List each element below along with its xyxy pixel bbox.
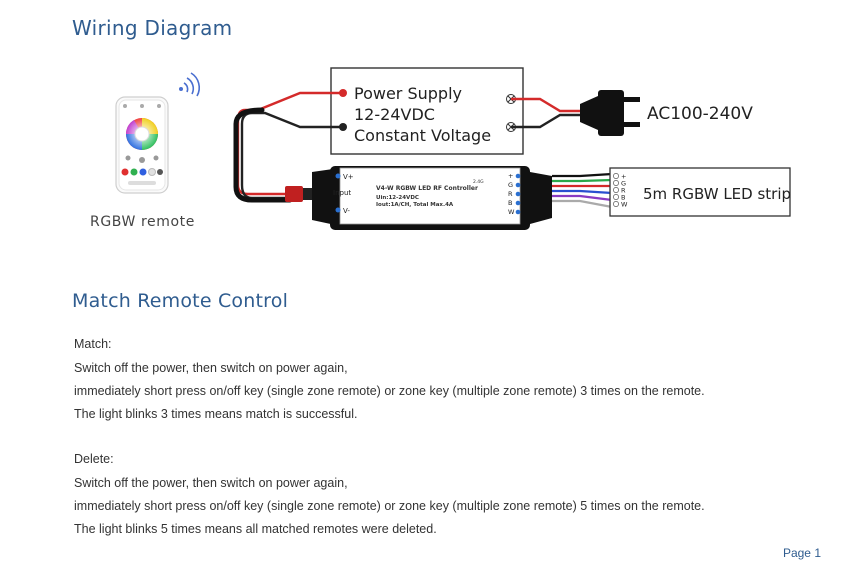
delete-line-3: The light blinks 5 times means all match… [74, 522, 437, 536]
power-supply-label-3: Constant Voltage [354, 126, 491, 145]
delete-heading: Delete: [74, 452, 114, 466]
page-number: Page 1 [782, 546, 821, 560]
strip-terminal-dot [613, 187, 619, 193]
controller-vminus-label: V- [343, 207, 350, 215]
match-line-3: The light blinks 3 times means match is … [74, 407, 358, 421]
strip-terminal-label: B [621, 194, 625, 202]
strip-terminal-dot [613, 201, 619, 207]
controller-rf-label: 2.4G [473, 179, 484, 185]
controller-terminal-dot [515, 182, 521, 188]
strip-terminal-dot [613, 180, 619, 186]
remote-caption: RGBW remote [90, 214, 195, 230]
controller-terminal-label: G [508, 181, 513, 189]
led-strip-box [609, 167, 791, 217]
delete-line-2: immediately short press on/off key (sing… [74, 499, 705, 513]
strip-terminal-label: W [621, 201, 628, 209]
controller-terminal-label: R [508, 190, 513, 198]
rgbw-controller [312, 166, 552, 230]
controller-terminal-label: W [508, 208, 515, 216]
power-supply-box [330, 67, 524, 155]
strip-terminal-label: G [621, 180, 626, 188]
controller-terminal-label: + [508, 172, 513, 180]
controller-terminal-label: B [508, 199, 512, 207]
strip-terminal-dot [613, 173, 619, 179]
wireless-signal-icon [179, 72, 201, 97]
wiring-diagram: Power Supply 12-24VDC Constant Voltage A… [115, 67, 791, 230]
controller-spec-voltage: Uin:12-24VDC [376, 195, 419, 201]
controller-terminal-dot [515, 191, 521, 197]
power-supply-label-2: 12-24VDC [354, 105, 435, 124]
power-supply-label-1: Power Supply [354, 84, 462, 103]
match-line-1: Switch off the power, then switch on pow… [74, 361, 348, 375]
led-strip-label: 5m RGBW LED strip [643, 185, 791, 203]
ac-input-label: AC100-240V [647, 104, 753, 124]
match-line-2: immediately short press on/off key (sing… [74, 384, 705, 398]
controller-spec-current: Iout:1A/CH, Total Max.4A [376, 202, 454, 208]
delete-line-1: Switch off the power, then switch on pow… [74, 476, 348, 490]
strip-terminal-dot [613, 194, 619, 200]
wiring-diagram-title: Wiring Diagram [72, 16, 233, 40]
match-remote-title: Match Remote Control [72, 290, 289, 312]
controller-vplus-label: V+ [343, 173, 354, 181]
rgbw-remote-image [115, 96, 169, 194]
ac-plug-icon [580, 90, 640, 136]
controller-terminal-dot [515, 209, 521, 215]
controller-terminal-dot [515, 200, 521, 206]
strip-terminal-label: R [621, 187, 626, 195]
strip-terminal-label: + [621, 173, 626, 181]
controller-terminal-dot [515, 173, 521, 179]
match-heading: Match: [74, 337, 112, 351]
controller-input-label: Input [333, 189, 351, 197]
controller-model-label: V4-W RGBW LED RF Controller [376, 185, 478, 192]
